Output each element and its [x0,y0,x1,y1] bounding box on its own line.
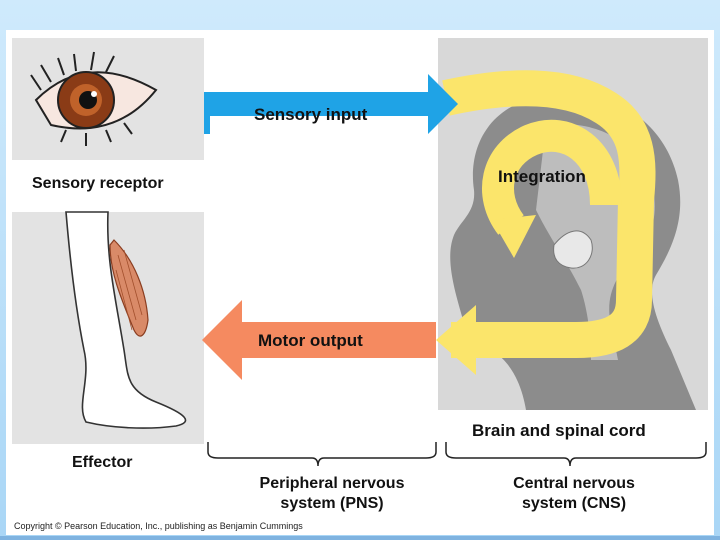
integration-loop [442,70,656,358]
cns-brace [445,442,707,467]
leg-icon [65,211,187,429]
motor-output-arrow [202,300,436,380]
nervous-system-diagram: Sensory receptor Effector Sensory input … [12,38,708,512]
integration-arrowhead [492,215,536,258]
motor-loop-arrowhead [436,305,476,375]
pns-label-line1: Peripheral nervous [260,475,405,492]
effector-label: Effector [72,454,132,471]
motor-output-label: Motor output [258,331,363,350]
brain-spinal-cord-label: Brain and spinal cord [472,421,646,440]
diagram-slide: Sensory receptor Effector Sensory input … [6,30,714,535]
cns-label-line1: Central nervous [513,475,635,492]
pns-brace [207,442,437,467]
sensory-input-arrow [204,74,458,134]
pns-label-line2: system (PNS) [280,495,383,512]
eye-icon [30,51,158,146]
cns-label-line2: system (CNS) [522,495,626,512]
sensory-input-label: Sensory input [254,105,368,124]
bottom-strip [0,536,720,540]
integration-label: Integration [498,167,586,186]
copyright-text: Copyright © Pearson Education, Inc., pub… [14,521,303,531]
sensory-receptor-label: Sensory receptor [32,175,164,192]
